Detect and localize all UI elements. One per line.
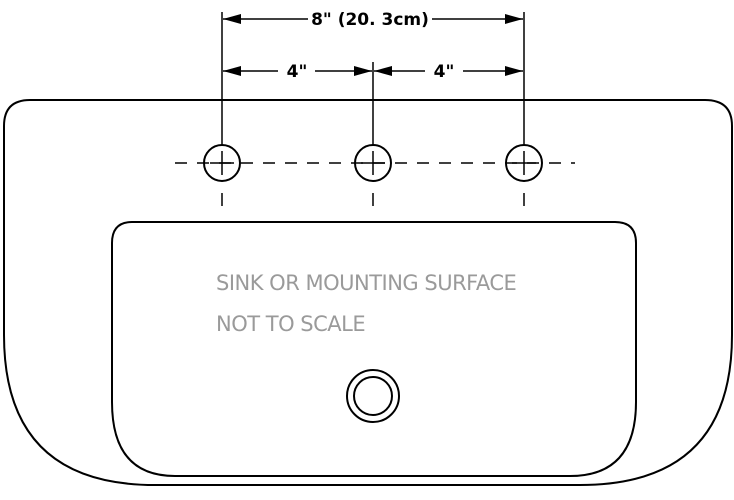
note-line-1: SINK OR MOUNTING SURFACE — [216, 271, 516, 295]
drain-icon — [346, 369, 400, 423]
basin-outline — [111, 221, 637, 477]
note-line-2: NOT TO SCALE — [216, 312, 365, 336]
overall-dimension: 8" (20. 3cm) — [223, 10, 523, 30]
overall-dimension-label: 8" (20. 3cm) — [311, 10, 429, 30]
arrowhead-right-icon — [354, 66, 372, 76]
sink-outer-outline — [3, 99, 733, 486]
arrowhead-right-icon — [505, 66, 523, 76]
faucet-hole-center — [354, 144, 392, 206]
right-span-label: 4" — [434, 62, 455, 82]
arrowhead-left-icon — [223, 66, 241, 76]
arrowhead-left-icon — [223, 14, 241, 24]
left-span-label: 4" — [287, 62, 308, 82]
faucet-hole-left — [203, 144, 241, 206]
left-span-dimension: 4" — [223, 62, 372, 82]
right-span-dimension: 4" — [374, 62, 523, 82]
arrowhead-right-icon — [505, 14, 523, 24]
faucet-hole-right — [505, 144, 543, 206]
arrowhead-left-icon — [374, 66, 392, 76]
